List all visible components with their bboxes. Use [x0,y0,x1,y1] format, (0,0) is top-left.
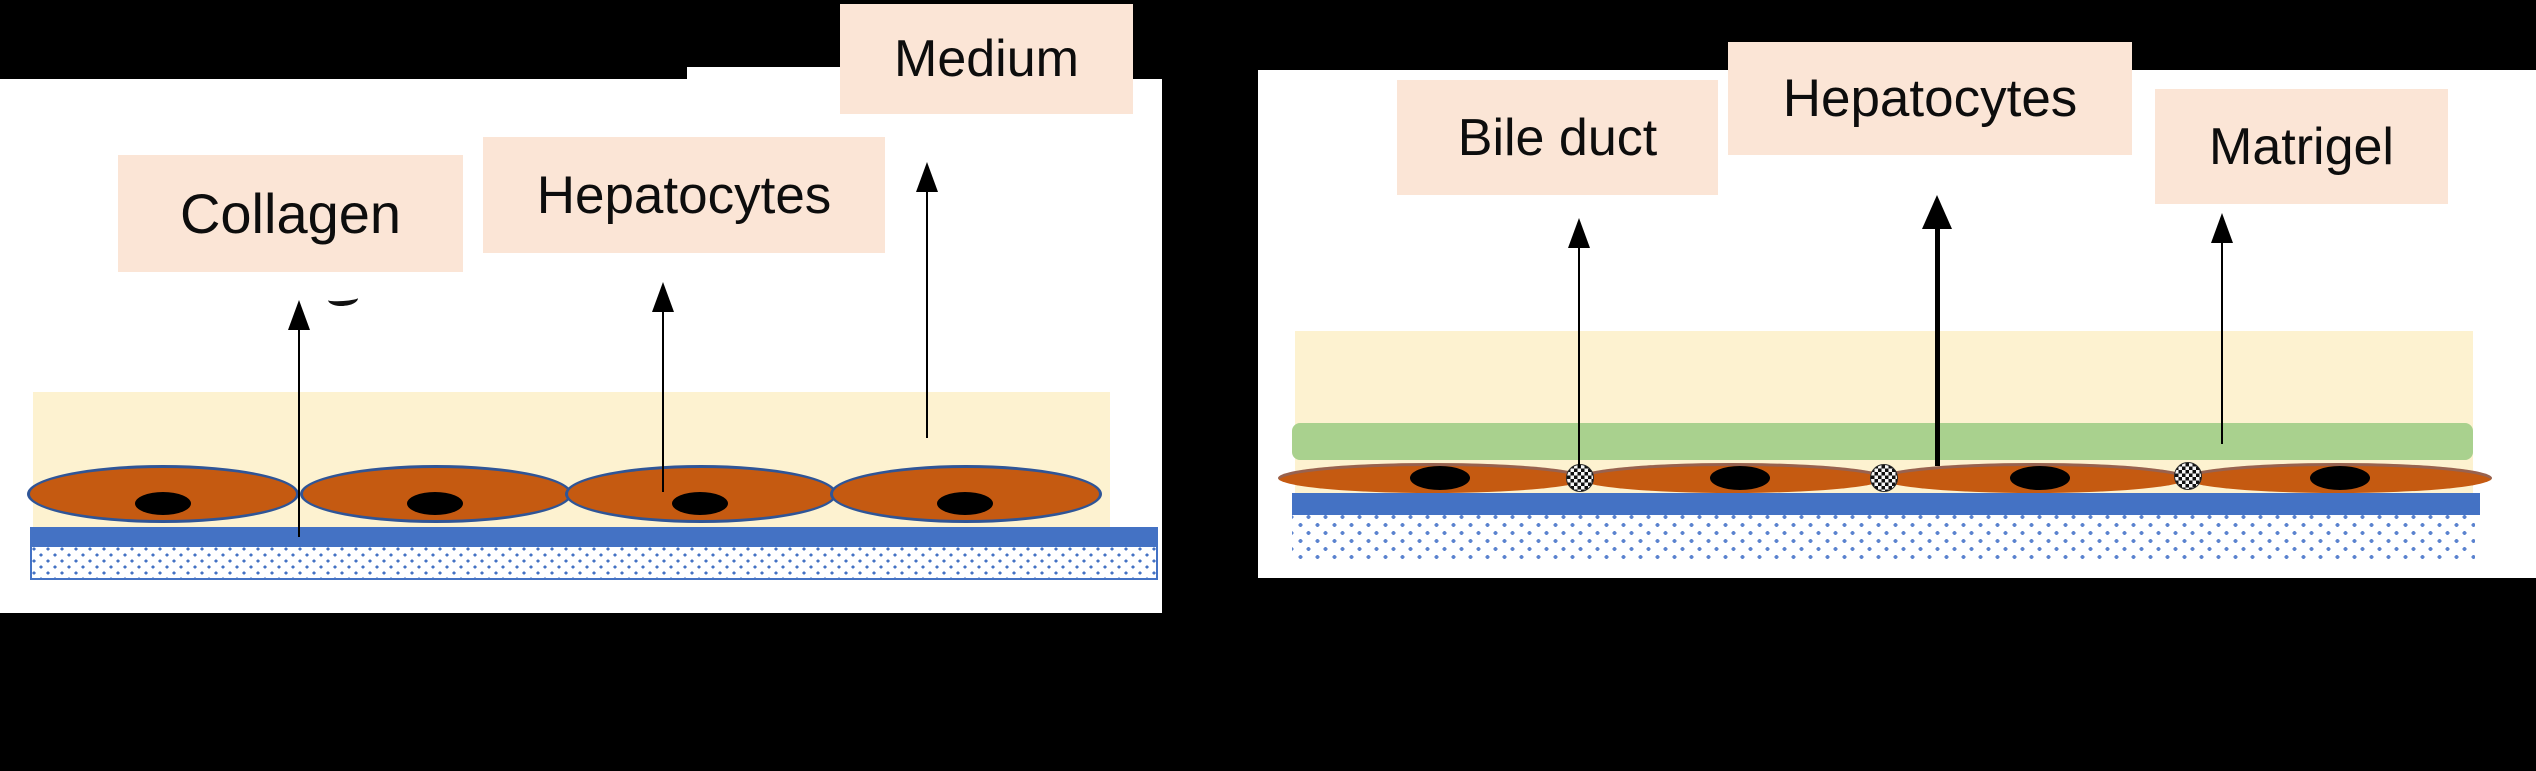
collagen-arrow-line [298,326,300,537]
collagen-arrow [288,300,310,330]
collagen-layer [30,527,1158,545]
medium-label: Medium [840,4,1133,114]
culture-dish-layer [30,545,1158,580]
hepatocytes-label-left-text: Hepatocytes [536,165,832,225]
hepatocytes-label-right-text: Hepatocytes [1782,69,2078,128]
collagen-layer-right [1292,493,2480,515]
hepatocytes-arrow-left-line [662,308,664,492]
cell-nucleus [2010,466,2070,490]
matrigel-arrow [2211,213,2233,243]
hepatocytes-arrow-right-line [1935,225,1940,466]
hepatocyte-cell [830,465,1102,523]
culture-dish-layer-right [1292,515,2475,561]
medium-arrow [916,162,938,192]
bile-duct-label-text: Bile duct [1457,108,1658,167]
bile-duct-label: Bile duct [1397,80,1718,195]
bile-duct-arrow-line [1578,244,1580,468]
bile-canaliculus-dot [1566,464,1594,492]
cell-nucleus [407,492,463,515]
cell-nucleus [672,492,728,515]
cell-nucleus [135,492,191,515]
matrigel-layer [1292,423,2473,460]
medium-label-text: Medium [894,30,1079,88]
collagen-label-text: Collagen [179,181,402,245]
bile-duct-arrow [1568,218,1590,248]
matrigel-label-text: Matrigel [2209,117,2394,176]
hepatocytes-label-left: Hepatocytes [483,137,885,253]
cell-nucleus [2310,466,2370,490]
hepatocytes-label-right: Hepatocytes [1728,42,2132,155]
cell-nucleus [1410,466,1470,490]
cell-nucleus [1710,466,1770,490]
bile-canaliculus-dot [2174,462,2202,490]
hepatocytes-arrow-left [652,282,674,312]
bile-canaliculus-dot [1870,464,1898,492]
hepatocytes-arrow-right [1922,195,1952,229]
medium-arrow-line [926,188,928,438]
matrigel-arrow-line [2221,239,2223,444]
collagen-label: Collagen [118,155,463,272]
cell-nucleus [937,492,993,515]
matrigel-label: Matrigel [2155,89,2448,204]
